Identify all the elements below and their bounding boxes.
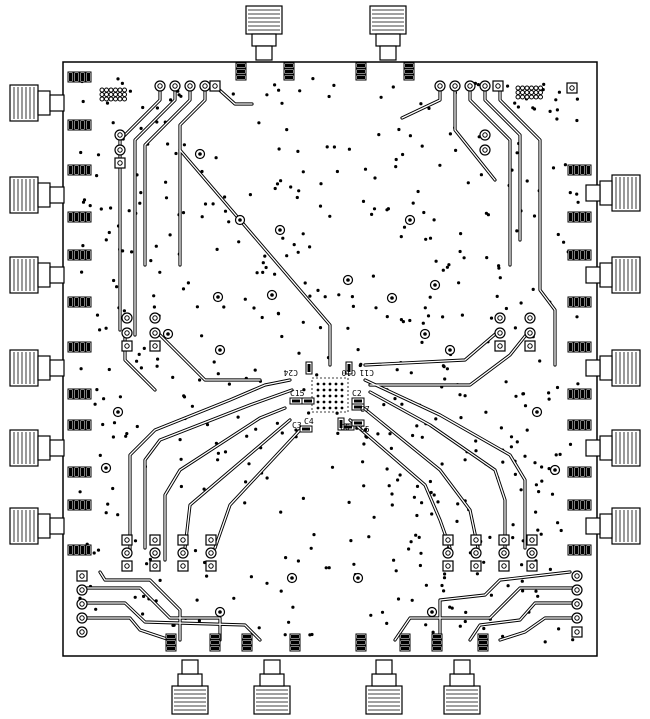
signal-traces xyxy=(83,84,577,642)
label-c6: C6 xyxy=(340,423,350,432)
silkscreen-labels: C24 C10 C11 C15 C4 C3 C2 C7 C6 C5 xyxy=(283,368,374,434)
label-c3: C3 xyxy=(292,421,302,430)
sma-connectors-top xyxy=(245,5,407,61)
sma-connectors-left xyxy=(9,84,65,545)
label-c2: C2 xyxy=(352,389,362,398)
sma-connectors-bottom xyxy=(171,659,481,715)
center-ic xyxy=(311,377,349,413)
connector-footprints xyxy=(67,62,592,652)
label-c5: C5 xyxy=(360,425,370,434)
label-c11: C11 xyxy=(359,368,374,377)
label-c10: C10 xyxy=(341,368,356,377)
via-field xyxy=(78,77,580,644)
pin-headers xyxy=(99,85,543,102)
label-c15: C15 xyxy=(290,389,305,398)
test-pads xyxy=(76,80,583,638)
label-c24: C24 xyxy=(283,368,298,377)
label-c7: C7 xyxy=(360,405,370,414)
label-c4: C4 xyxy=(304,417,314,426)
